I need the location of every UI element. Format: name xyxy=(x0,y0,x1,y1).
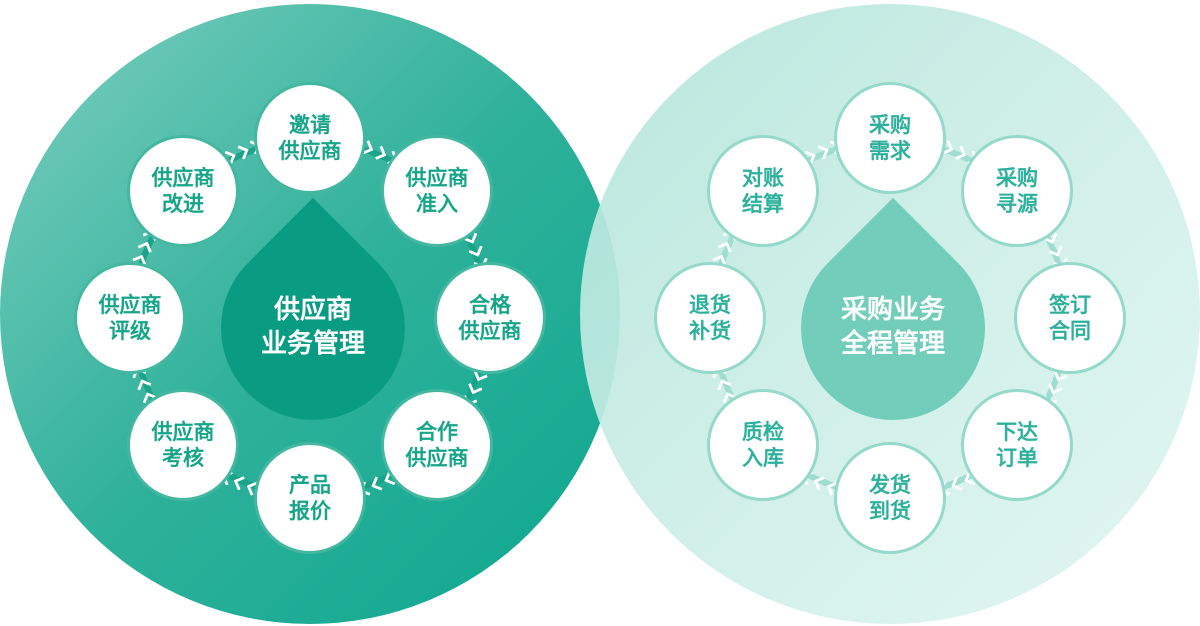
title-line: 全程管理 xyxy=(840,329,945,359)
node-label-line: 寻源 xyxy=(996,192,1038,216)
node-return-replenishment: 退货 补货 xyxy=(654,262,766,374)
supplier-cycle-droplet: 供应商 业务管理 xyxy=(182,197,444,459)
node-label-line: 供应商 xyxy=(278,139,342,163)
title-line: 业务管理 xyxy=(260,329,365,359)
node-label-line: 邀请 xyxy=(289,112,331,137)
node-supplier-admission: 供应商 准入 xyxy=(381,135,493,247)
node-label-line: 订单 xyxy=(996,446,1038,470)
node-label-line: 合格 xyxy=(469,292,511,317)
node-product-quotation: 产品 报价 xyxy=(254,442,366,554)
node-procurement-sourcing: 采购 寻源 xyxy=(961,135,1073,247)
node-supplier-assessment: 供应商 考核 xyxy=(127,389,239,501)
node-label-line: 签订 xyxy=(1049,292,1091,317)
title-line: 采购业务 xyxy=(840,295,945,326)
node-label-line: 采购 xyxy=(869,112,911,137)
node-procurement-demand: 采购 需求 xyxy=(834,82,946,194)
node-label-line: 补货 xyxy=(689,319,731,343)
node-place-order: 下达 订单 xyxy=(961,389,1073,501)
node-label-line: 合作 xyxy=(416,419,458,444)
node-label-line: 供应商 xyxy=(151,165,215,190)
node-qualified-supplier: 合格 供应商 xyxy=(434,262,546,374)
node-cooperative-supplier: 合作 供应商 xyxy=(381,389,493,501)
node-label-line: 供应商 xyxy=(151,419,215,444)
node-quality-inspection-warehousing: 质检 入库 xyxy=(707,389,819,501)
node-label-line: 结算 xyxy=(742,192,784,216)
node-label-line: 到货 xyxy=(869,499,911,523)
procurement-cycle-title: 采购业务 全程管理 xyxy=(801,236,985,420)
node-ship-arrival: 发货 到货 xyxy=(834,442,946,554)
node-label-line: 入库 xyxy=(742,446,784,470)
node-supplier-rating: 供应商 评级 xyxy=(74,262,186,374)
node-invite-supplier: 邀请 供应商 xyxy=(254,82,366,194)
node-label-line: 供应商 xyxy=(458,319,522,343)
node-label-line: 质检 xyxy=(742,419,784,444)
node-sign-contract: 签订 合同 xyxy=(1014,262,1126,374)
node-label-line: 对账 xyxy=(742,165,784,190)
node-label-line: 考核 xyxy=(162,446,204,470)
node-label-line: 供应商 xyxy=(405,165,469,190)
node-label-line: 供应商 xyxy=(98,292,162,317)
node-supplier-improvement: 供应商 改进 xyxy=(127,135,239,247)
node-label-line: 退货 xyxy=(689,292,731,317)
node-label-line: 下达 xyxy=(996,419,1038,444)
node-label-line: 产品 xyxy=(289,472,331,497)
title-line: 供应商 xyxy=(273,295,352,326)
node-label-line: 评级 xyxy=(109,319,151,343)
procurement-cycle-droplet: 采购业务 全程管理 xyxy=(762,197,1024,459)
node-label-line: 合同 xyxy=(1049,319,1091,343)
node-label-line: 准入 xyxy=(416,192,458,216)
node-label-line: 供应商 xyxy=(405,446,469,470)
node-label-line: 报价 xyxy=(289,499,331,523)
node-label-line: 发货 xyxy=(869,472,911,497)
node-label-line: 改进 xyxy=(162,192,204,216)
node-reconciliation-settlement: 对账 结算 xyxy=(707,135,819,247)
node-label-line: 需求 xyxy=(869,139,911,163)
node-label-line: 采购 xyxy=(996,165,1038,190)
supplier-cycle-title: 供应商 业务管理 xyxy=(221,236,405,420)
